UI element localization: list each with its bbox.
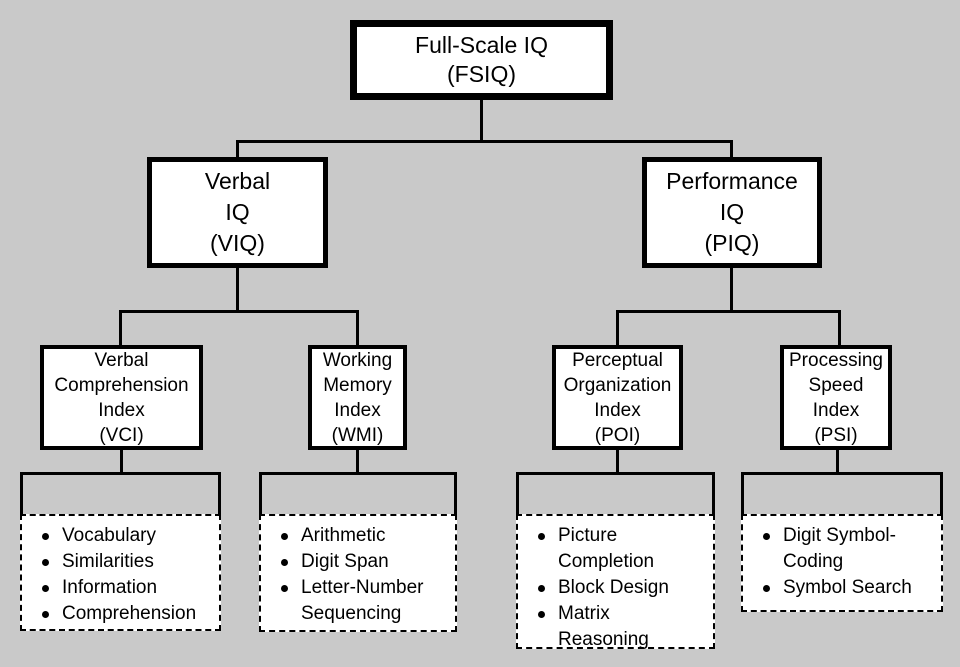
connector-line xyxy=(730,140,733,157)
subtest-item: Digit Symbol- Coding xyxy=(763,523,937,575)
subtest-item: Block Design xyxy=(538,575,709,601)
bracket-wmi xyxy=(259,472,457,514)
node-perceptual-organization-index: Perceptual Organization Index (POI) xyxy=(552,345,683,450)
connector-line xyxy=(356,310,359,345)
connector-line xyxy=(616,310,841,313)
connector-line xyxy=(836,450,839,474)
connector-line xyxy=(236,140,733,143)
connector-line xyxy=(616,450,619,474)
node-performance-iq: Performance IQ (PIQ) xyxy=(642,157,822,268)
connector-line xyxy=(838,310,841,345)
connector-line xyxy=(120,450,123,474)
subtest-item: Matrix Reasoning xyxy=(538,601,709,653)
subtest-item: Information xyxy=(42,575,215,601)
bracket-poi xyxy=(516,472,715,514)
node-verbal-iq: Verbal IQ (VIQ) xyxy=(147,157,328,268)
subtest-item: Symbol Search xyxy=(763,575,937,601)
node-processing-speed-index: Processing Speed Index (PSI) xyxy=(780,345,892,450)
subtest-item: Digit Span xyxy=(281,549,451,575)
connector-line xyxy=(356,450,359,474)
connector-line xyxy=(119,310,122,345)
connector-line xyxy=(236,140,239,157)
subtest-item: Picture Completion xyxy=(538,523,709,575)
subtest-item: Letter-Number Sequencing xyxy=(281,575,451,627)
connector-line xyxy=(616,310,619,345)
subtest-item: Arithmetic xyxy=(281,523,451,549)
connector-line xyxy=(480,100,483,141)
node-verbal-comprehension-index: Verbal Comprehension Index (VCI) xyxy=(40,345,203,450)
connector-line xyxy=(730,268,733,311)
subtest-item: Vocabulary xyxy=(42,523,215,549)
node-full-scale-iq: Full-Scale IQ (FSIQ) xyxy=(350,20,613,100)
node-working-memory-index: Working Memory Index (WMI) xyxy=(308,345,407,450)
bracket-vci xyxy=(20,472,221,514)
subtest-item: Comprehension xyxy=(42,601,215,627)
subtest-item: Similarities xyxy=(42,549,215,575)
connector-line xyxy=(119,310,359,313)
connector-line xyxy=(236,268,239,311)
bracket-psi xyxy=(741,472,943,514)
